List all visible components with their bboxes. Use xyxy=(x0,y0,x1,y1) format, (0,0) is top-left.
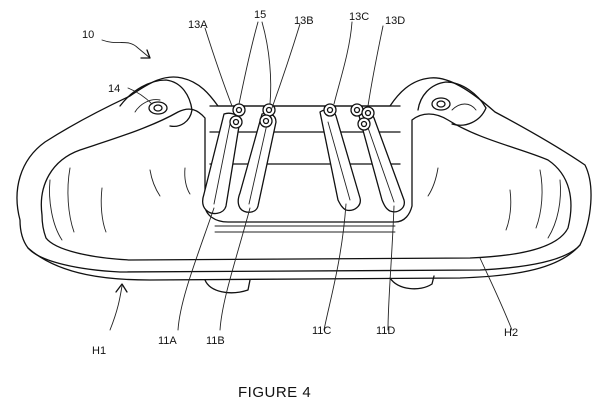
leader-15b xyxy=(261,21,272,105)
figure-caption: FIGURE 4 xyxy=(238,384,311,400)
fastener-13D xyxy=(357,106,375,131)
left-head-inner-line xyxy=(134,99,161,113)
left-fold-line-4 xyxy=(149,169,161,197)
cushion-inner-contour xyxy=(40,108,572,261)
leader-H1-arrowhead xyxy=(115,283,128,293)
right-fold-line-4 xyxy=(427,167,439,197)
left-fold-line-1 xyxy=(49,179,63,241)
label-11B: 11B xyxy=(206,335,225,347)
strap-11D-inner-line xyxy=(365,121,395,203)
leader-11D xyxy=(387,205,395,331)
leader-15a xyxy=(238,21,259,105)
label-15: 15 xyxy=(254,9,266,21)
left-ear-opening xyxy=(148,101,168,115)
label-H1: H1 xyxy=(92,345,106,357)
label-11C: 11C xyxy=(312,325,331,337)
leader-11C xyxy=(323,203,347,331)
leader-13D xyxy=(367,25,384,107)
leader-11A xyxy=(177,207,215,331)
left-head-lobe xyxy=(119,79,193,128)
label-10: 10 xyxy=(82,29,94,41)
right-ear-opening xyxy=(431,97,451,111)
right-foot xyxy=(389,275,435,290)
label-H2: H2 xyxy=(504,327,518,339)
left-fold-line-3 xyxy=(100,187,107,233)
right-fold-line-1 xyxy=(547,179,561,239)
leader-H2 xyxy=(479,257,513,331)
label-13B: 13B xyxy=(294,15,314,27)
label-13D: 13D xyxy=(385,15,405,27)
strap-11C[interactable] xyxy=(319,109,361,212)
label-13A: 13A xyxy=(188,19,208,31)
strap-11C-inner-line xyxy=(327,121,351,201)
left-fold-line-5 xyxy=(184,167,191,195)
cushion-body-outline xyxy=(16,76,592,273)
strap-11A-inner-line xyxy=(213,123,231,205)
leader-11B xyxy=(219,207,251,331)
strap-11B-inner-line xyxy=(248,123,268,205)
left-ear-opening-inner xyxy=(153,104,163,112)
leader-13B xyxy=(271,23,301,109)
strap-11B[interactable] xyxy=(237,112,277,213)
left-foot xyxy=(204,279,251,294)
right-fold-line-2 xyxy=(535,169,543,229)
label-11A: 11A xyxy=(158,335,177,347)
left-fold-line-2 xyxy=(67,167,75,233)
leader-H1 xyxy=(109,285,123,331)
cushion-bottom-edge xyxy=(27,244,581,281)
leader-13A xyxy=(204,27,233,107)
leader-13C xyxy=(333,21,353,105)
right-head-inner-line xyxy=(451,103,477,111)
right-head-lobe xyxy=(417,81,487,126)
leader-10 xyxy=(101,39,151,59)
leader-14 xyxy=(127,87,153,105)
right-ear-opening-inner xyxy=(436,100,446,108)
label-11D: 11D xyxy=(376,325,395,337)
label-13C: 13C xyxy=(349,11,369,23)
right-fold-line-3 xyxy=(505,189,512,231)
label-14: 14 xyxy=(108,83,120,95)
leader-10-arrowhead xyxy=(140,49,151,59)
